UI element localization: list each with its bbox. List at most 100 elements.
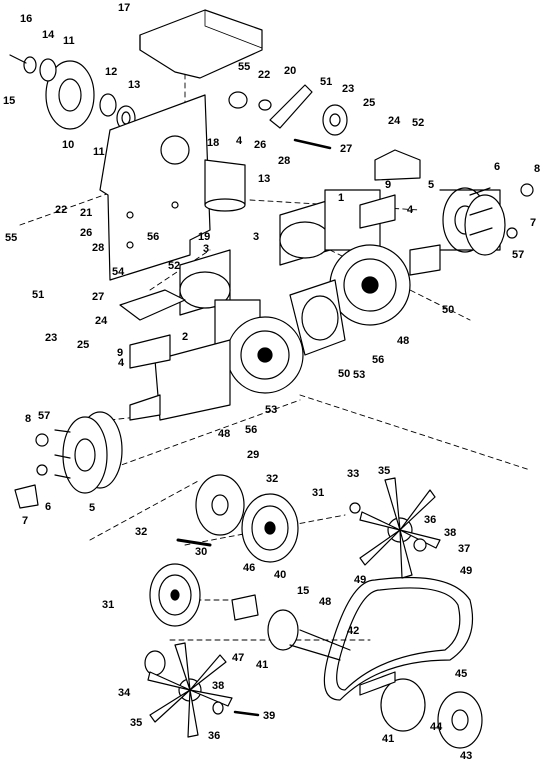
lower-fan <box>147 642 233 738</box>
idler-arm <box>269 84 313 129</box>
callout-22-b: 22 <box>55 204 68 216</box>
callout-52-b: 52 <box>168 260 181 272</box>
callout-3: 3 <box>253 231 260 243</box>
bracket-52-lower <box>119 289 186 321</box>
callout-28: 28 <box>278 155 291 167</box>
callout-15-b: 15 <box>297 585 310 597</box>
callout-8: 8 <box>534 163 541 175</box>
callout-31: 31 <box>312 487 325 499</box>
callout-50-b: 50 <box>338 368 351 380</box>
callout-54: 54 <box>112 266 125 278</box>
callout-25: 25 <box>363 97 376 109</box>
left-motor-assembly <box>129 249 304 421</box>
callout-24: 24 <box>388 115 401 127</box>
callout-34: 34 <box>118 687 131 699</box>
lower-left-hub <box>14 411 123 509</box>
callout-38-b: 38 <box>212 680 225 692</box>
callout-51-b: 51 <box>32 289 45 301</box>
callout-2: 2 <box>182 331 189 343</box>
callout-27: 27 <box>340 143 353 155</box>
bracket-42 <box>359 671 396 696</box>
callout-33: 33 <box>347 468 360 480</box>
callout-8-b: 8 <box>25 413 32 425</box>
callout-32-b: 32 <box>135 526 148 538</box>
callout-40: 40 <box>274 569 287 581</box>
callout-50: 50 <box>442 304 455 316</box>
callout-12: 12 <box>105 66 118 78</box>
callout-11-b: 11 <box>93 146 105 158</box>
callout-9: 9 <box>385 179 392 191</box>
callout-28-b: 28 <box>92 242 105 254</box>
callout-15: 15 <box>3 95 16 107</box>
callout-26: 26 <box>254 139 267 151</box>
callout-37: 37 <box>458 543 471 555</box>
callout-57-b: 57 <box>38 410 51 422</box>
callout-24-b: 24 <box>95 315 108 327</box>
callout-35-b: 35 <box>130 717 143 729</box>
callout-11: 11 <box>63 35 75 47</box>
callout-1: 1 <box>338 192 345 204</box>
bracket-52-upper <box>374 149 421 181</box>
callout-21: 21 <box>80 207 93 219</box>
bracket-9-lower <box>129 334 171 369</box>
callout-16: 16 <box>20 13 33 25</box>
callout-46: 46 <box>243 562 256 574</box>
callout-38: 38 <box>444 527 457 539</box>
left-hub <box>9 54 136 131</box>
callout-49-b: 49 <box>460 565 473 577</box>
shaft <box>204 159 246 206</box>
callout-41-b: 41 <box>382 733 395 745</box>
callout-47: 47 <box>232 652 245 664</box>
callout-18: 18 <box>207 137 220 149</box>
callout-39: 39 <box>263 710 276 722</box>
callout-42: 42 <box>347 625 360 637</box>
callout-27-b: 27 <box>92 291 105 303</box>
callout-29: 29 <box>247 449 260 461</box>
callout-5: 5 <box>428 179 435 191</box>
callout-7-b: 7 <box>22 515 29 527</box>
callout-23: 23 <box>342 83 355 95</box>
callout-51: 51 <box>320 76 333 88</box>
callout-52: 52 <box>412 117 425 129</box>
callout-20: 20 <box>284 65 297 77</box>
callout-56-b: 56 <box>372 354 385 366</box>
callout-17: 17 <box>118 2 131 14</box>
belt-outer <box>323 576 474 701</box>
callout-53: 53 <box>353 369 366 381</box>
bracket-9-upper <box>359 194 396 229</box>
callout-48-b: 48 <box>218 428 231 440</box>
callout-4-c: 4 <box>118 357 125 369</box>
callout-43: 43 <box>460 750 473 762</box>
belt-inner <box>336 587 461 691</box>
callout-57: 57 <box>512 249 525 261</box>
callout-19: 19 <box>198 231 211 243</box>
right-motor-assembly <box>279 189 441 356</box>
callout-6-b: 6 <box>45 501 52 513</box>
upper-fan <box>349 477 441 579</box>
callout-9-b: 9 <box>117 347 124 359</box>
callout-31-b: 31 <box>102 599 115 611</box>
callout-45: 45 <box>455 668 468 680</box>
callout-49: 49 <box>354 574 367 586</box>
callout-32: 32 <box>266 473 279 485</box>
top-shield <box>139 9 263 79</box>
callout-13-b: 13 <box>258 173 271 185</box>
callout-56-c: 56 <box>245 424 258 436</box>
callout-14: 14 <box>42 29 55 41</box>
callout-35: 35 <box>378 465 391 477</box>
callout-36-b: 36 <box>208 730 221 742</box>
callout-26-b: 26 <box>80 227 93 239</box>
callout-25-b: 25 <box>77 339 90 351</box>
callout-23-b: 23 <box>45 332 58 344</box>
callout-48: 48 <box>397 335 410 347</box>
callout-22: 22 <box>258 69 271 81</box>
drive-pulleys <box>149 474 299 627</box>
callout-41: 41 <box>256 659 269 671</box>
callout-55-b: 55 <box>5 232 18 244</box>
mount-bracket <box>231 594 259 621</box>
callout-53-b: 53 <box>265 404 278 416</box>
callout-48-c: 48 <box>319 596 332 608</box>
callout-10: 10 <box>62 139 75 151</box>
